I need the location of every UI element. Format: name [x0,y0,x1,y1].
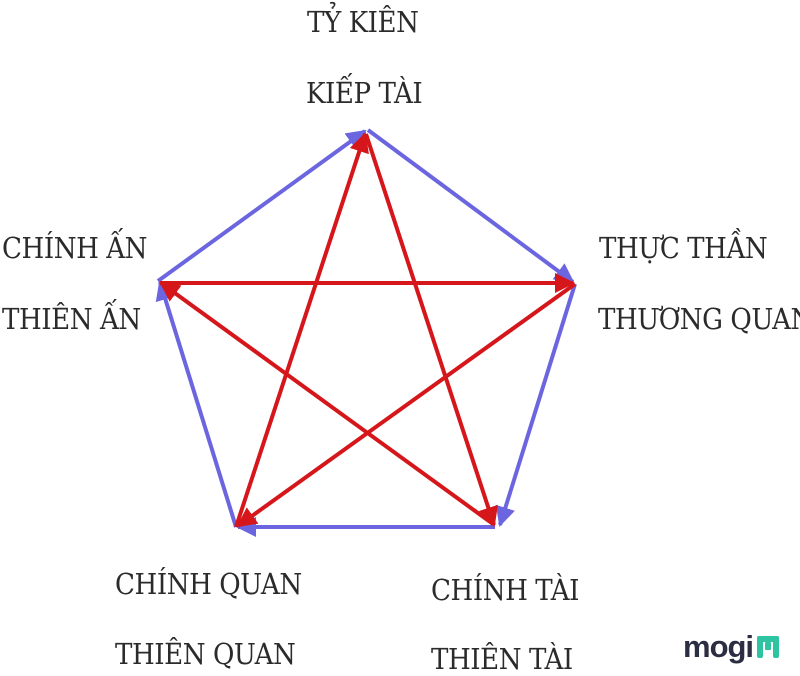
right-label-line1: THỰC THẦN [599,231,768,265]
top-label-line2: KIẾP TÀI [306,76,423,110]
pentagon-arrows [155,128,577,537]
logo-text: mogi [683,629,754,664]
arrow-bottom-left-to-left [155,280,238,528]
arrow-right-to-bottom-left [236,282,577,528]
left-label-line2: THIÊN ẤN [2,302,141,336]
mogi-logo: mogi [683,629,781,664]
arrow-top-to-right [366,128,575,284]
bottom-right-label-line1: CHÍNH TÀI [431,573,580,607]
star-arrows [159,132,577,528]
bottom-left-label-line2: THIÊN QUAN [115,637,296,671]
bottom-left-label-line1: CHÍNH QUAN [115,567,302,601]
arrow-bottom-left-to-top [234,132,369,528]
arrow-top-to-bottom-right [364,133,498,527]
right-label-line2: THƯƠNG QUAN [598,302,800,336]
arrow-right-to-bottom-right [495,283,577,527]
m-mark-icon [757,636,780,658]
bottom-right-label-line2: THIÊN TÀI [431,642,573,676]
arrow-bottom-right-to-left [159,281,495,526]
left-label-line1: CHÍNH ẤN [2,231,148,265]
arrow-left-to-top [156,129,367,283]
top-label-line1: TỶ KIÊN [307,5,419,39]
